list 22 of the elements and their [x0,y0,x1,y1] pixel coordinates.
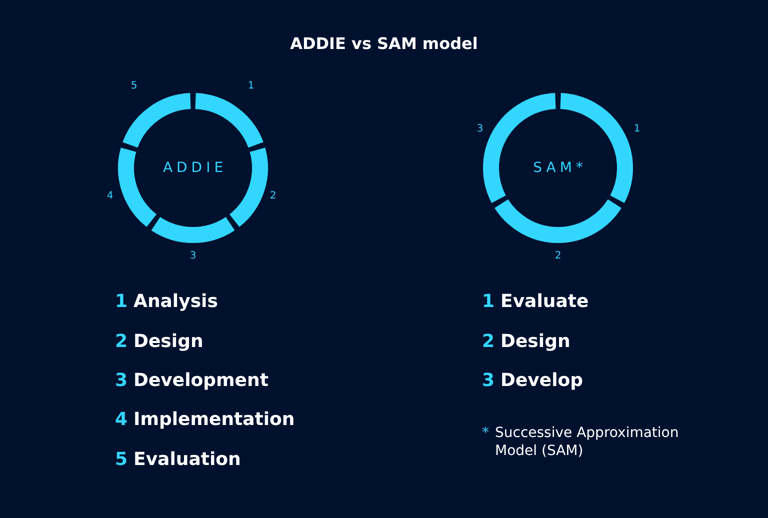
segment-number: 1 [248,80,254,92]
segment-number: 3 [190,250,196,262]
list-item: 1 Evaluate [482,291,590,313]
title: ADDIE vs SAM model [289,34,479,53]
segmented-ring [116,91,270,245]
ring-label: SAM* [532,160,587,176]
segmented-ring [481,91,635,245]
list-item: 2 Design [482,331,572,353]
segment-number: 1 [634,124,640,134]
list-item: 3 Develop [482,370,584,392]
list-item: 1 Analysis [115,291,219,313]
segment-number: 2 [270,190,276,202]
list-item: 2 Design [115,331,204,353]
list-item: 4 Implementation [115,409,296,431]
list-item: 5 Evaluation [115,449,242,471]
segment-number: 4 [106,190,114,202]
ring-label: ADDIE [162,160,228,176]
segment-number: 3 [476,124,484,134]
footnote: * Successive Approximation Model (SAM) [482,424,680,460]
segment-number: 2 [554,250,562,262]
list-item: 3 Development [115,370,270,392]
segment-number: 5 [130,80,138,92]
